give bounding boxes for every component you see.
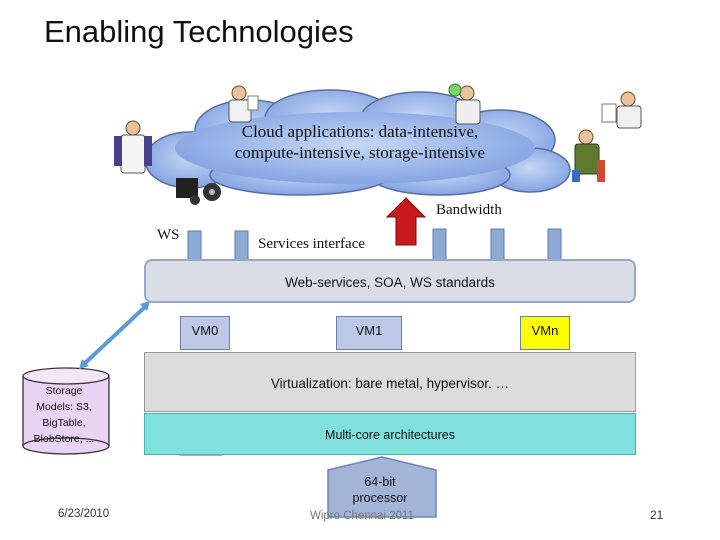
storage-label-line: BigTable, — [42, 417, 86, 429]
user-doctor-icon — [114, 120, 152, 174]
processor-label: 64-bit processor — [325, 474, 435, 506]
storage-link-arrow — [79, 301, 150, 369]
web-services-layer — [144, 259, 636, 303]
slide-footer: Wipro Chennai 2011 — [310, 510, 414, 522]
vm-label: VM1 — [355, 323, 383, 338]
bandwidth-label: Bandwidth — [436, 202, 502, 218]
virtualization-label: Virtualization: bare metal, hypervisor. … — [270, 376, 510, 391]
slide-title: Enabling Technologies — [44, 14, 354, 49]
vm-box: VMn — [520, 316, 570, 350]
web-services-label: Web-services, SOA, WS standards — [285, 275, 495, 290]
cloud-label-line: Cloud applications: data-intensive, — [241, 122, 479, 141]
processor-arrow — [327, 456, 437, 518]
storage-label-line: Storage — [45, 385, 83, 397]
vm-box: VM1 — [336, 316, 402, 350]
multicore-label: Multi-core architectures — [325, 428, 455, 442]
bandwidth-arrow-icon — [385, 197, 427, 246]
cloud-label: Cloud applications: data-intensive, comp… — [200, 121, 520, 163]
services-interface-label: Services interface — [258, 236, 366, 252]
user-scientist-icon — [448, 83, 481, 125]
page-number: 21 — [650, 508, 664, 522]
processor-label-line: 64-bit — [364, 475, 396, 489]
slide-date: 6/23/2010 — [58, 508, 110, 520]
vm-label: VM0 — [191, 323, 219, 338]
storage-label: Storage Models: S3, BigTable, BlobStore,… — [28, 383, 100, 447]
user-reader-icon — [601, 91, 642, 129]
multicore-layer — [144, 413, 636, 455]
vm-label: VMn — [531, 323, 559, 338]
cloud-label-line: compute-intensive, storage-intensive — [234, 143, 486, 162]
storage-label-line: BlobStore, ... — [33, 433, 95, 445]
storage-label-line: Models: S3, — [36, 401, 92, 413]
user-reader-icon — [228, 85, 259, 123]
user-chemist-icon — [572, 129, 605, 182]
virtualization-layer — [144, 352, 636, 412]
processor-label-line: processor — [352, 491, 408, 505]
vm-box: VM0 — [180, 316, 230, 350]
ws-label: WS — [157, 227, 180, 243]
gears-icon — [176, 178, 221, 205]
storage-cylinder — [22, 367, 110, 455]
cloud-shape — [144, 89, 571, 196]
